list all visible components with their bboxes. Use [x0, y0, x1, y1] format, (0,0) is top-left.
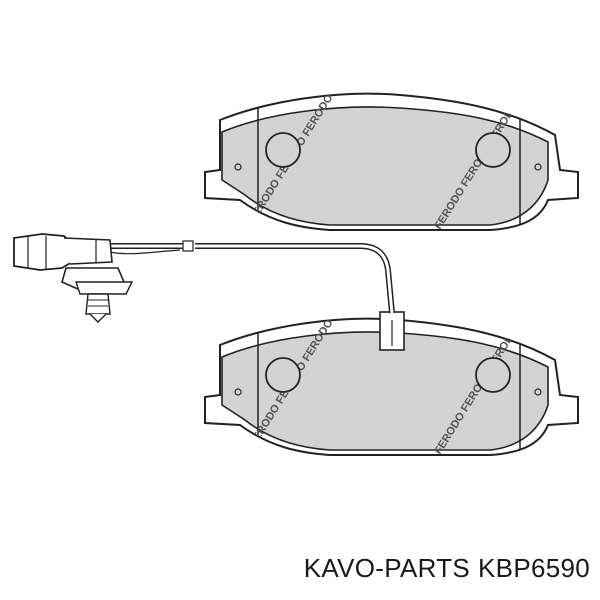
part-number: KBP6590	[478, 553, 590, 583]
wear-sensor	[13, 233, 395, 323]
pad-friction-material	[221, 106, 549, 226]
pad-friction-material	[221, 331, 549, 451]
pad-hole	[475, 132, 511, 168]
brake-pad-bottom: FERODO FERODO FERODO FERODO FERODO FEROD…	[204, 311, 579, 456]
wire-sleeve	[182, 240, 194, 252]
pad-hole	[265, 357, 301, 393]
pad-dot	[234, 388, 242, 396]
pad-dot	[234, 163, 242, 171]
brake-pad-top: FERODO FERODO FERODO FERODO FERODO FEROD…	[204, 92, 579, 231]
sensor-wire	[109, 249, 181, 255]
sensor-connector	[13, 233, 73, 271]
push-pin	[85, 293, 111, 315]
pad-hole	[265, 132, 301, 168]
pad-dot	[534, 388, 542, 396]
pad-hole	[475, 357, 511, 393]
brand-name: KAVO-PARTS	[303, 553, 471, 583]
pad-dot	[534, 163, 542, 171]
sensor-wire	[110, 243, 395, 314]
